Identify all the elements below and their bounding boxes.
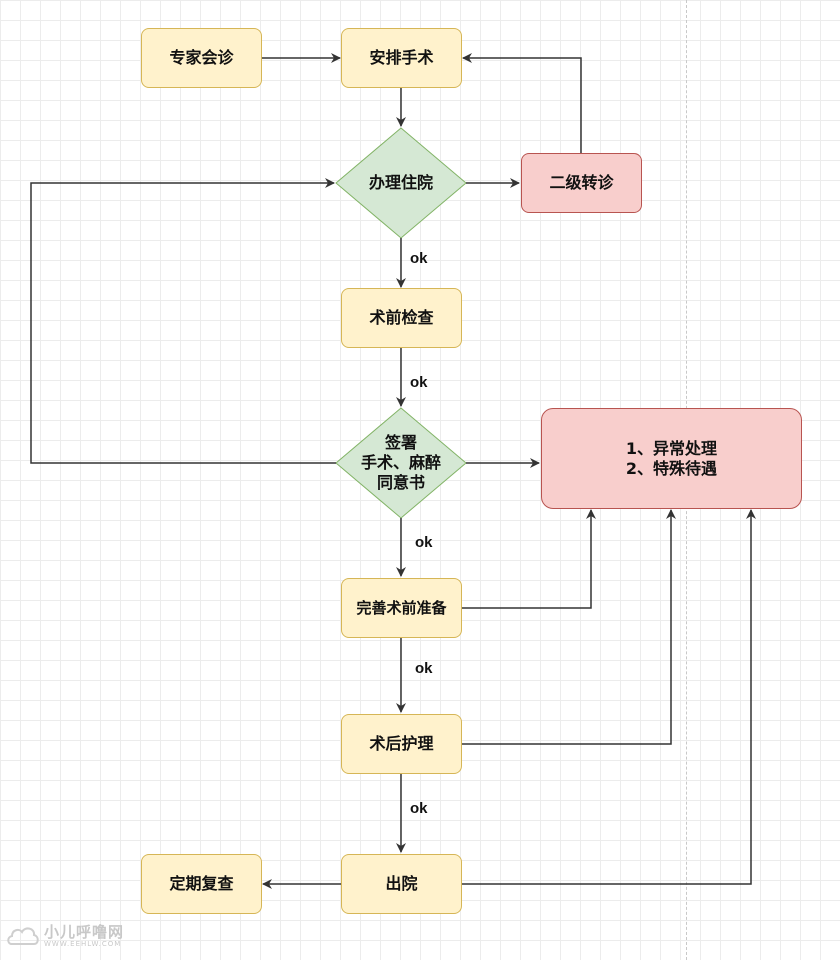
watermark-subtext: WWW.EEHLW.COM (44, 940, 122, 948)
watermark: 小儿呼噜网 WWW.EEHLW.COM (6, 924, 124, 948)
cloud-logo-icon (7, 927, 39, 945)
edge-postcare-to-exception (461, 509, 676, 745)
node-schedule-surgery[interactable]: 安排手术 (341, 28, 462, 88)
edge-prep-to-exception (461, 509, 596, 609)
edge-label-ok: ok (415, 660, 433, 677)
edge-consent-loop-to-admit (30, 178, 336, 464)
edge-discharge-to-exception (461, 509, 756, 885)
edge-label-ok: ok (410, 800, 428, 817)
node-postop-care[interactable]: 术后护理 (341, 714, 462, 774)
node-exception-handling[interactable]: 1、异常处理 2、特殊待遇 (541, 408, 802, 509)
node-expert-consultation[interactable]: 专家会诊 (141, 28, 262, 88)
node-regular-followup[interactable]: 定期复查 (141, 854, 262, 914)
node-preop-exam[interactable]: 术前检查 (341, 288, 462, 348)
edge-label-ok: ok (410, 250, 428, 267)
edge-label-ok: ok (410, 374, 428, 391)
watermark-text: 小儿呼噜网 (44, 923, 125, 941)
edge-transfer-to-surgery (462, 53, 582, 153)
node-secondary-referral[interactable]: 二级转诊 (521, 153, 642, 213)
node-consent-label: 签署 手术、麻醉 同意书 (360, 433, 441, 492)
edge-label-ok: ok (415, 534, 433, 551)
node-preop-preparation[interactable]: 完善术前准备 (341, 578, 462, 638)
node-discharge[interactable]: 出院 (341, 854, 462, 914)
node-admission-label: 办理住院 (368, 173, 433, 192)
